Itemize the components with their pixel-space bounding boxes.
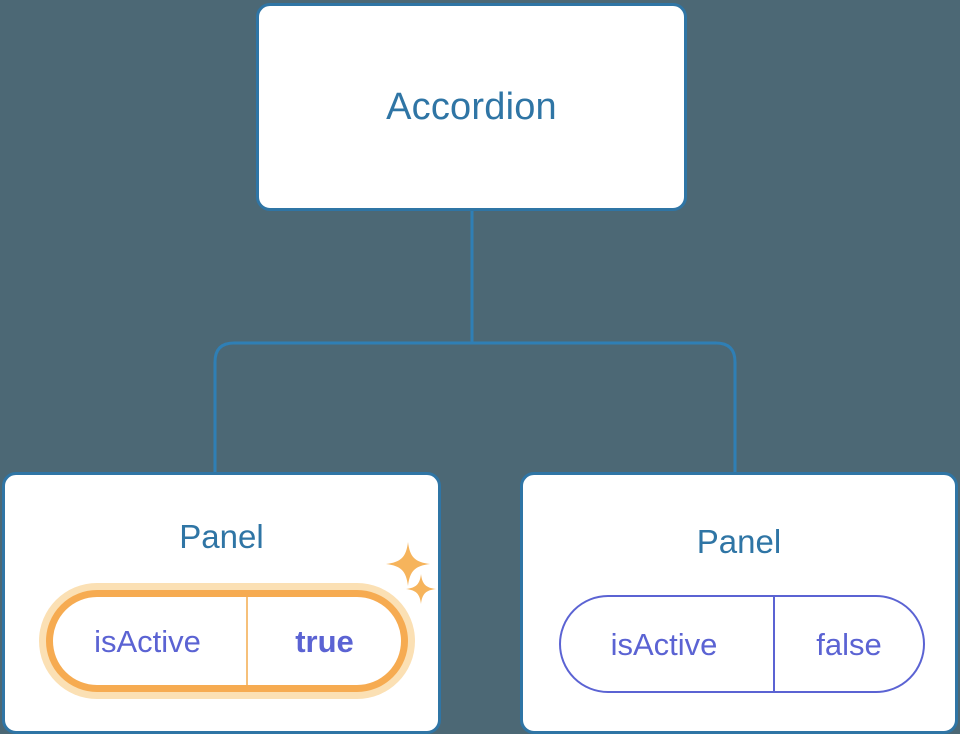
prop-value-label: true bbox=[295, 623, 354, 659]
node-panel-left-title: Panel bbox=[179, 518, 264, 555]
prop-divider bbox=[246, 597, 248, 685]
connector-branch-bar bbox=[213, 341, 737, 472]
node-panel-right[interactable]: Panel isActive false bbox=[520, 472, 958, 734]
prop-pill-isactive-false[interactable]: isActive false bbox=[559, 595, 925, 693]
prop-key-label: isActive bbox=[610, 626, 718, 662]
node-panel-right-title: Panel bbox=[696, 523, 782, 560]
prop-key-label: isActive bbox=[94, 623, 201, 659]
prop-pill-isactive-true[interactable]: isActive true bbox=[39, 583, 415, 699]
node-panel-left[interactable]: Panel isActive true bbox=[2, 472, 441, 734]
node-accordion-title: Accordion bbox=[386, 86, 557, 128]
prop-divider bbox=[773, 597, 775, 691]
node-accordion[interactable]: Accordion bbox=[256, 3, 687, 211]
prop-pill-ring: isActive true bbox=[46, 590, 408, 692]
prop-value-label: false bbox=[816, 626, 882, 662]
